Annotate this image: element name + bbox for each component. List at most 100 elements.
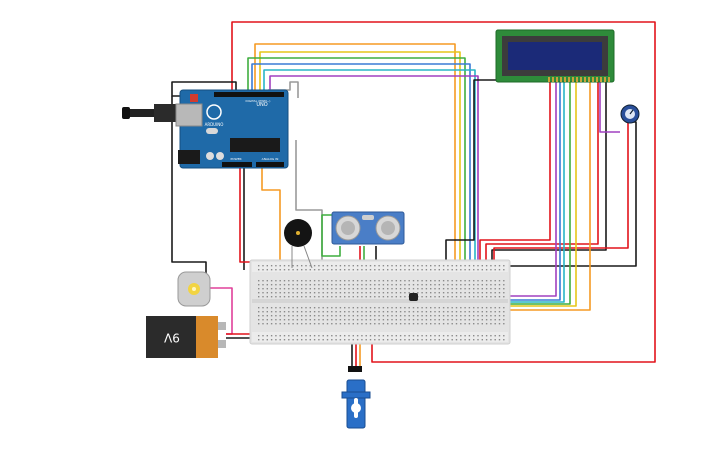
- breadboard-hole: [408, 284, 410, 286]
- breadboard-hole: [283, 265, 286, 267]
- breadboard-hole: [266, 311, 268, 313]
- breadboard-hole: [275, 280, 277, 282]
- breadboard-hole: [490, 339, 492, 341]
- breadboard-hole: [468, 292, 471, 294]
- breadboard-hole: [391, 284, 393, 286]
- breadboard-hole: [356, 323, 359, 325]
- breadboard-hole: [309, 323, 311, 325]
- breadboard-hole: [387, 315, 389, 317]
- breadboard-hole: [438, 280, 440, 282]
- breadboard-hole: [335, 339, 337, 341]
- breadboard-hole: [283, 296, 286, 298]
- breadboard-hole: [485, 292, 488, 294]
- breadboard-hole: [399, 292, 402, 294]
- breadboard-hole: [270, 288, 273, 290]
- breadboard-hole: [361, 292, 363, 294]
- breadboard-hole: [313, 284, 316, 286]
- breadboard-hole: [395, 323, 397, 325]
- breadboard-hole: [283, 292, 286, 294]
- breadboard-hole: [279, 315, 281, 317]
- breadboard-hole: [464, 307, 466, 309]
- breadboard-hole: [361, 269, 363, 271]
- breadboard-hole: [490, 280, 492, 282]
- breadboard-hole: [430, 269, 432, 271]
- breadboard-hole: [296, 323, 299, 325]
- breadboard-hole: [331, 335, 333, 337]
- breadboard-hole: [382, 335, 385, 337]
- breadboard-hole: [434, 288, 436, 290]
- breadboard-hole: [434, 269, 436, 271]
- breadboard-hole: [301, 339, 303, 341]
- breadboard-hole: [344, 311, 346, 313]
- breadboard-hole: [477, 265, 479, 267]
- breadboard-hole: [292, 315, 294, 317]
- breadboard-hole: [490, 319, 492, 321]
- breadboard-hole: [279, 265, 281, 267]
- breadboard-hole: [378, 319, 380, 321]
- breadboard-hole: [318, 284, 320, 286]
- breadboard-hole: [464, 288, 466, 290]
- breadboard-hole: [365, 280, 367, 282]
- breadboard-hole: [356, 315, 359, 317]
- breadboard-hole: [395, 292, 397, 294]
- breadboard-hole: [296, 292, 299, 294]
- breadboard-hole: [369, 280, 372, 282]
- breadboard-hole: [490, 307, 492, 309]
- breadboard-hole: [417, 288, 419, 290]
- breadboard-hole: [447, 307, 449, 309]
- breadboard-hole: [434, 296, 436, 298]
- breadboard-hole: [331, 323, 333, 325]
- lcd-pin: [576, 77, 578, 82]
- breadboard-hole: [262, 284, 264, 286]
- breadboard-hole: [301, 280, 303, 282]
- breadboard-hole: [296, 339, 299, 341]
- breadboard-hole: [464, 311, 466, 313]
- breadboard-hole: [498, 307, 501, 309]
- breadboard-hole: [305, 315, 307, 317]
- lcd-pin: [604, 77, 606, 82]
- breadboard-hole: [283, 288, 286, 290]
- breadboard-hole: [412, 319, 415, 321]
- breadboard-hole: [460, 296, 462, 298]
- lcd-pin: [564, 77, 566, 82]
- breadboard-hole: [477, 315, 479, 317]
- breadboard-hole: [296, 296, 299, 298]
- breadboard-hole: [464, 280, 466, 282]
- potentiometer-indicator: [629, 109, 634, 115]
- breadboard-hole: [305, 269, 307, 271]
- breadboard-hole: [292, 323, 294, 325]
- usb-cable: [128, 109, 158, 117]
- breadboard-hole: [322, 280, 324, 282]
- breadboard-hole: [464, 284, 466, 286]
- breadboard-hole: [460, 284, 462, 286]
- breadboard-hole: [378, 311, 380, 313]
- breadboard-hole: [447, 323, 449, 325]
- breadboard-hole: [322, 323, 324, 325]
- breadboard-hole: [417, 307, 419, 309]
- breadboard-hole: [412, 307, 415, 309]
- breadboard-hole: [331, 339, 333, 341]
- breadboard-hole: [455, 269, 458, 271]
- breadboard-hole: [438, 296, 440, 298]
- breadboard-hole: [473, 292, 475, 294]
- breadboard-hole: [477, 319, 479, 321]
- breadboard-hole: [481, 265, 483, 267]
- breadboard-hole: [309, 335, 311, 337]
- breadboard-hole: [361, 335, 363, 337]
- breadboard-hole: [288, 335, 290, 337]
- breadboard-hole: [387, 323, 389, 325]
- breadboard-hole: [451, 315, 453, 317]
- breadboard-hole: [485, 323, 488, 325]
- breadboard-hole: [322, 296, 324, 298]
- breadboard-hole: [275, 284, 277, 286]
- breadboard-hole: [309, 311, 311, 313]
- breadboard-hole: [464, 296, 466, 298]
- breadboard-hole: [498, 280, 501, 282]
- breadboard-hole: [391, 311, 393, 313]
- breadboard-hole: [417, 339, 419, 341]
- breadboard-hole: [361, 315, 363, 317]
- breadboard-hole: [485, 339, 488, 341]
- breadboard-hole: [498, 339, 501, 341]
- servo-motor: [341, 366, 371, 429]
- breadboard-hole: [283, 307, 286, 309]
